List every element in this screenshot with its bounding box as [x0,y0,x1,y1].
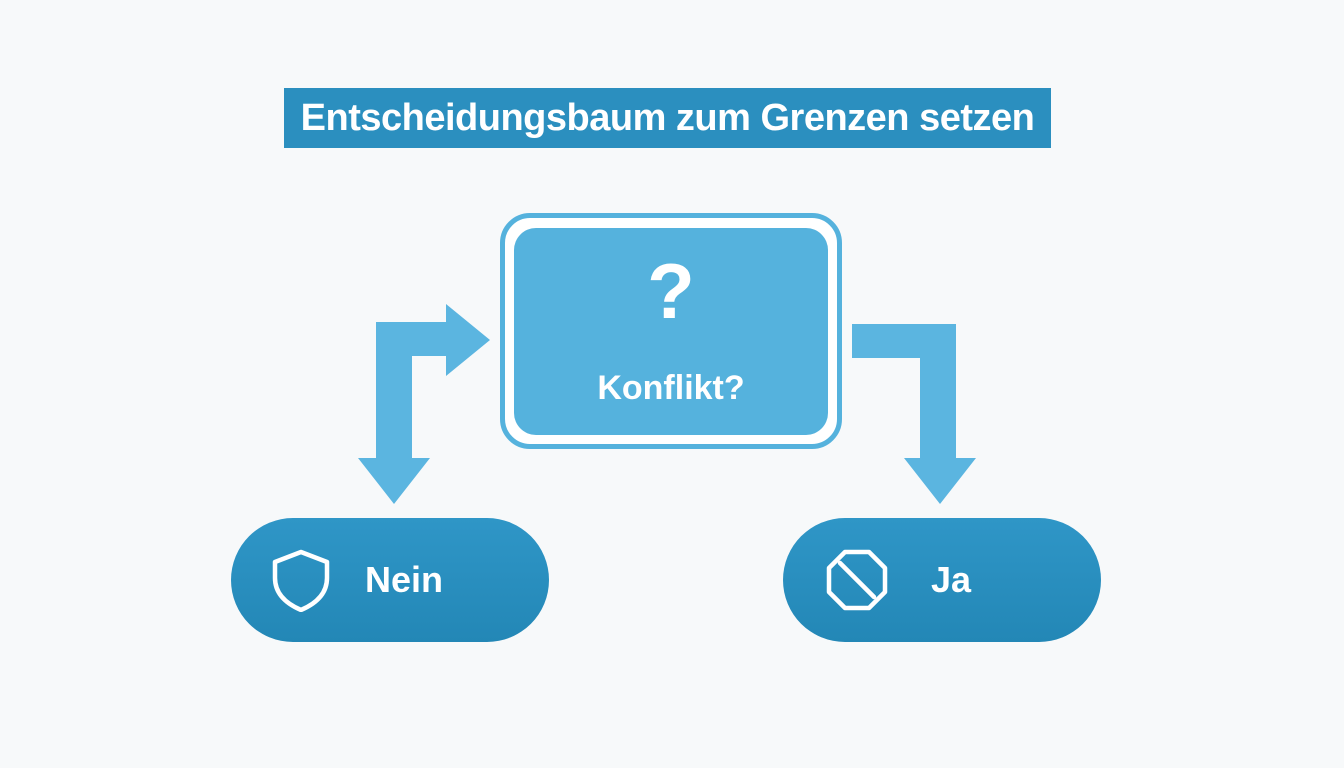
shield-icon [272,549,330,612]
outcome-no: Nein [231,518,549,642]
outcome-no-label: Nein [365,559,444,600]
left-connector-arrow [358,304,490,504]
outcome-yes-label: Ja [931,559,972,600]
outcome-yes: Ja [783,518,1101,642]
question-mark-icon: ? [647,247,695,335]
title-banner: Entscheidungsbaum zum Grenzen setzen [284,88,1051,148]
right-connector-arrow [852,324,976,504]
prohibition-octagon-icon [826,549,888,611]
diagram-title: Entscheidungsbaum zum Grenzen setzen [300,96,1035,139]
decision-node [514,228,828,435]
decision-label: Konflikt? [597,369,745,407]
